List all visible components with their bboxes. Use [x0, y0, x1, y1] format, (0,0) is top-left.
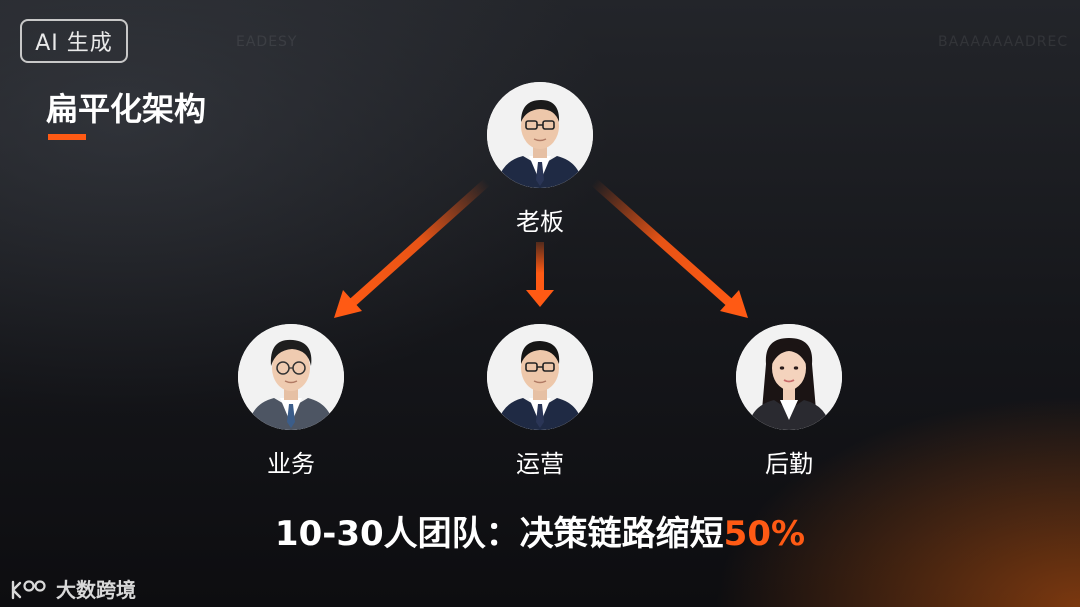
person-avatar-icon	[736, 324, 842, 430]
tagline: 10-30人团队：决策链路缩短50%	[0, 506, 1080, 555]
boss-avatar	[487, 82, 593, 188]
business-avatar	[238, 324, 344, 430]
child-role-label-business: 业务	[267, 450, 315, 478]
arrow-left	[334, 177, 492, 318]
person-avatar-icon	[238, 324, 344, 430]
arrow-right	[589, 177, 748, 318]
tagline-main: 10-30人团队：决策链路缩短	[274, 514, 724, 554]
arrow-middle	[526, 242, 554, 307]
child-role-label-logistics: 后勤	[765, 450, 813, 478]
title-underline	[48, 134, 86, 140]
operations-avatar	[487, 324, 593, 430]
ai-generated-badge: AI 生成	[20, 19, 128, 63]
ghost-watermark-left: EADESY	[236, 34, 298, 50]
root-role-label: 老板	[516, 208, 564, 236]
brand-logo-text: 大数跨境	[56, 578, 136, 602]
child-role-label-operations: 运营	[516, 450, 564, 478]
ghost-watermark-right: BAAAAAAADREC	[938, 34, 1069, 50]
brand-logo: 大数跨境	[10, 574, 136, 603]
brand-logo-icon	[11, 579, 46, 599]
logistics-avatar	[736, 324, 842, 430]
person-avatar-icon	[487, 82, 593, 188]
page-title: 扁平化架构	[46, 90, 207, 128]
tagline-highlight: 50%	[723, 514, 806, 554]
person-avatar-icon	[487, 324, 593, 430]
